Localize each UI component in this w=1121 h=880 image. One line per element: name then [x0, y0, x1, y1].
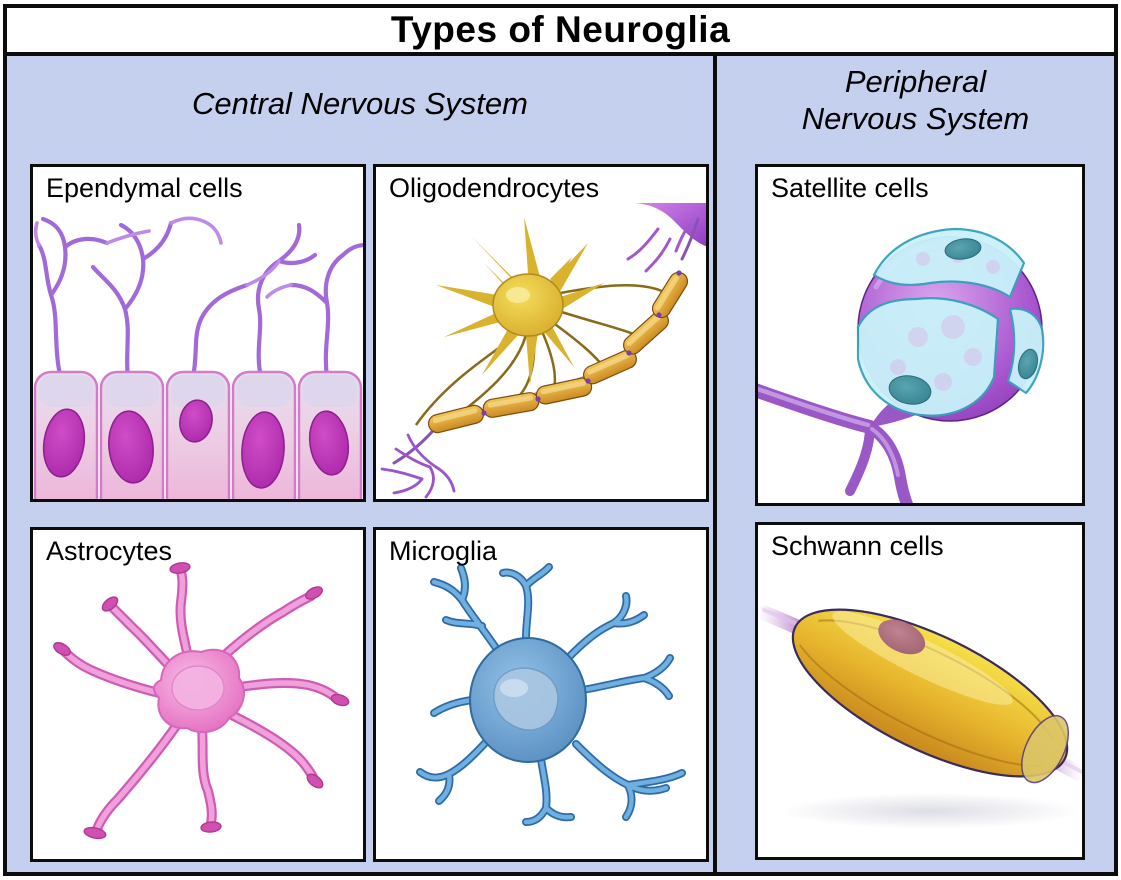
- pns-section-header: Peripheral Nervous System: [717, 64, 1114, 137]
- ependymal-cells-illustration: [33, 216, 363, 499]
- schwann-cell-illustration: [758, 605, 1082, 829]
- panel-microglia: Microglia: [373, 527, 709, 862]
- title-bar: Types of Neuroglia: [7, 8, 1114, 56]
- panel-label: Schwann cells: [771, 531, 944, 561]
- panel-label: Ependymal cells: [46, 173, 243, 203]
- panel-ependymal-cells: Ependymal cells: [30, 164, 366, 502]
- panel-label: Astrocytes: [46, 536, 173, 566]
- astrocyte-illustration: [53, 562, 350, 840]
- panel-label: Satellite cells: [771, 173, 929, 203]
- panel-schwann-cells: Schwann cells: [755, 522, 1085, 860]
- oligodendrocyte-illustration: [380, 203, 706, 499]
- panel-satellite-cells: Satellite cells: [755, 164, 1085, 506]
- panel-oligodendrocytes: Oligodendrocytes: [373, 164, 709, 502]
- microglia-illustration: [416, 563, 686, 826]
- pns-header-line1: Peripheral: [844, 64, 987, 99]
- satellite-cells-illustration: [758, 227, 1045, 503]
- section-peripheral-nervous-system: Peripheral Nervous System Satellite cell…: [717, 56, 1114, 872]
- cns-section-header: Central Nervous System: [192, 86, 528, 121]
- panel-label: Oligodendrocytes: [389, 173, 600, 203]
- diagram-body: Central Nervous System Ependymal cells: [7, 56, 1114, 872]
- section-central-nervous-system: Central Nervous System Ependymal cells: [7, 56, 717, 872]
- page-title: Types of Neuroglia: [390, 9, 731, 50]
- panel-astrocytes: Astrocytes: [30, 527, 366, 862]
- pns-header-line2: Nervous System: [801, 100, 1030, 136]
- panel-label: Microglia: [389, 536, 498, 566]
- diagram-frame: Types of Neuroglia Central Nervous Syste…: [3, 4, 1118, 876]
